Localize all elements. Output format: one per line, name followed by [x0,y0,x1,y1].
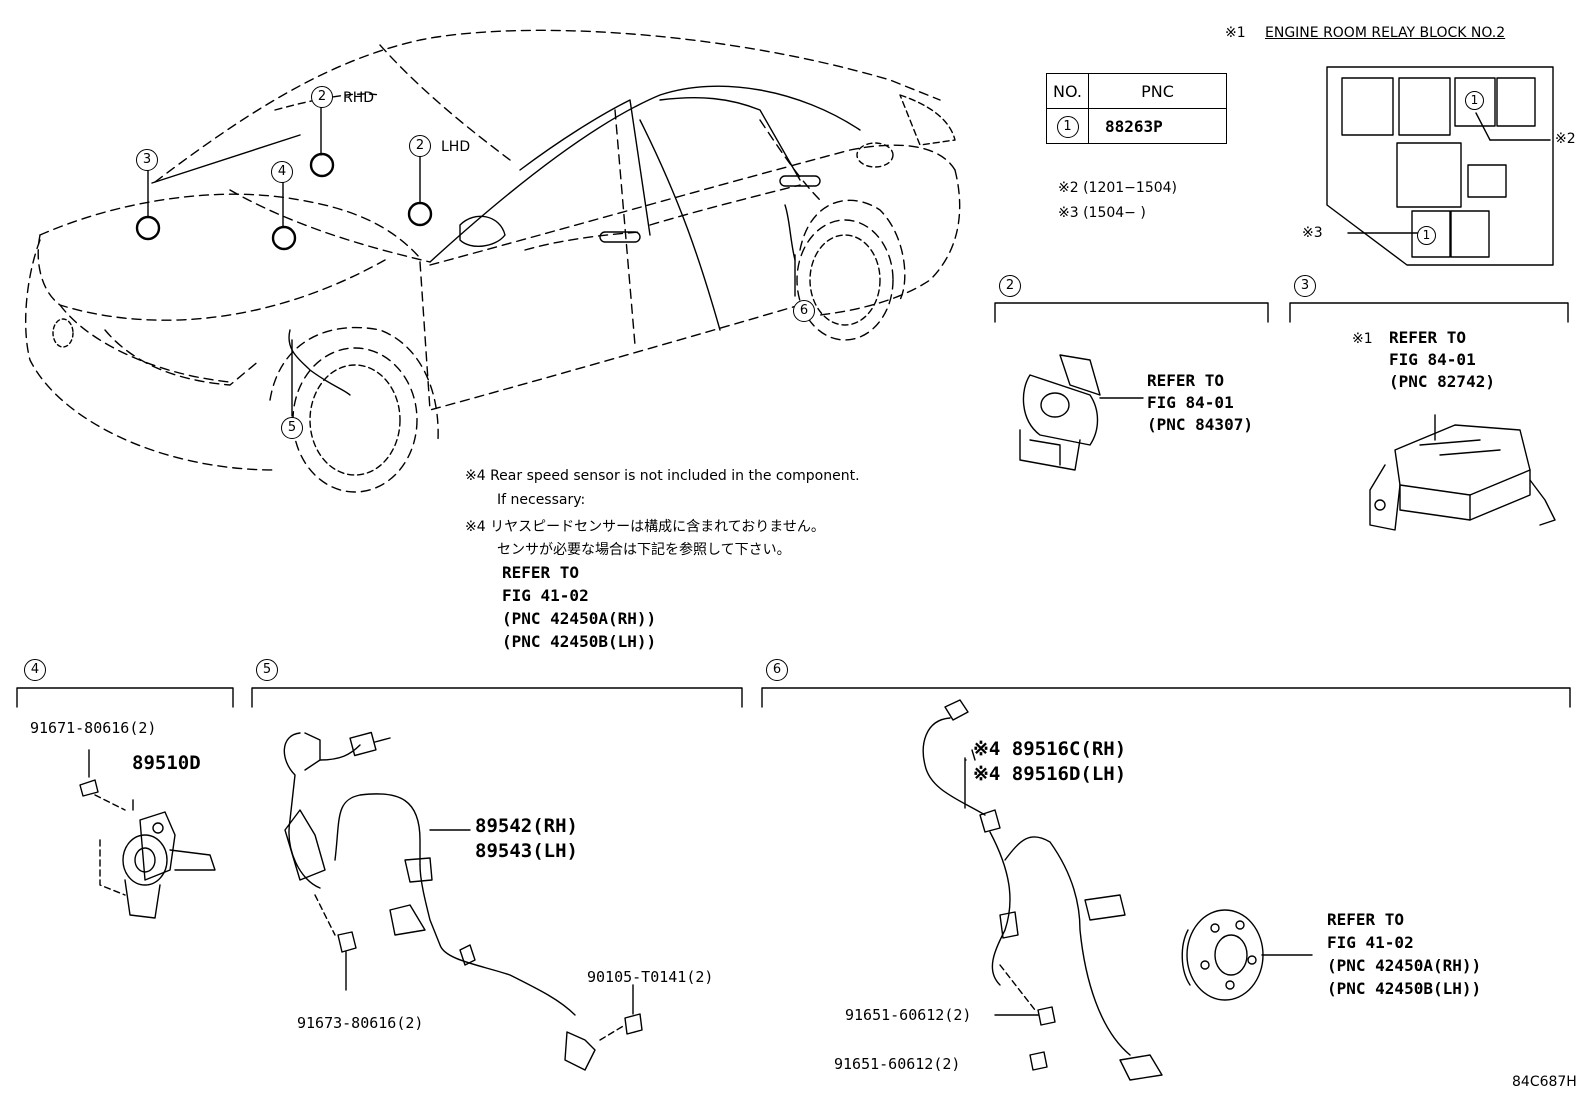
relay-box-drawing [1369,414,1556,531]
part-bolt-91673: 91673-80616(2) [297,1014,424,1032]
part-bolt-91651-a: 91651-60612(2) [845,1006,972,1024]
refer-marker: ※1 [1352,331,1373,347]
vehicle-callout-leaders [135,106,796,417]
steering-sensor-drawing [79,749,216,919]
part-rear-sensor-lh: ※4 89516D(LH) [973,763,1127,785]
pnc-table-row: 1 88263P [1046,108,1227,144]
section-callout-5: 5 [256,659,278,681]
section-brackets [16,302,1571,708]
refer-line-2: FIG 41-02 [502,586,589,605]
relay-block-note-marker-3: ※3 [1302,225,1323,241]
part-bolt-91651-b: 91651-60612(2) [834,1055,961,1073]
refer-line-3: (PNC 42450A(RH)) [502,609,657,628]
pnc-table: NO. PNC 1 88263P [1046,73,1227,144]
pnc-table-header-pnc: PNC [1088,73,1227,109]
part-steering-sensor: 89510D [132,752,201,774]
refer-line-4: (PNC 42450B(LH)) [1327,979,1482,998]
vehicle-callout-6: 6 [793,300,815,322]
note-4-line-1: ※4 Rear speed sensor is not included in … [465,468,860,484]
vehicle-callout-4: 4 [271,161,293,183]
part-front-sensor-lh: 89543(LH) [475,840,578,862]
refer-line-4: (PNC 42450B(LH)) [502,632,657,651]
section-callout-2: 2 [999,275,1021,297]
part-front-sensor-rh: 89542(RH) [475,815,578,837]
vehicle-callout-3: 3 [136,149,158,171]
relay-slot-callout-a: 1 [1465,91,1484,110]
part-bolt-91671: 91671-80616(2) [30,719,157,737]
relay-block-note-marker-2: ※2 [1555,131,1576,147]
refer-line-3: (PNC 82742) [1389,372,1495,391]
front-speed-sensor-drawing [283,731,643,1071]
note-4-jp-line-2: センサが必要な場合は下記を参照して下さい。 [497,542,791,558]
pnc-table-row-no: 1 [1046,108,1089,144]
refer-line-2: FIG 41-02 [1327,933,1414,952]
vehicle-callout-2-rhd-label: RHD [343,90,375,106]
refer-line-1: REFER TO [1389,328,1467,347]
pnc-table-row-pnc: 88263P [1088,108,1227,144]
section-callout-4: 4 [24,659,46,681]
vehicle-outline [25,29,961,493]
note-3: ※3 (1504− ) [1058,205,1146,221]
refer-line-1: REFER TO [502,563,580,582]
part-bolt-90105: 90105-T0141(2) [587,968,714,986]
rear-speed-sensor-drawing [922,699,1313,1081]
spiral-cable-drawing [1019,354,1144,471]
part-rear-sensor-rh: ※4 89516C(RH) [973,738,1127,760]
relay-block-title: ENGINE ROOM RELAY BLOCK NO.2 [1265,25,1506,41]
refer-line-3: (PNC 42450A(RH)) [1327,956,1482,975]
refer-line-1: REFER TO [1147,371,1225,390]
vehicle-callout-2-lhd-label: LHD [441,139,471,155]
refer-line-1: REFER TO [1327,910,1405,929]
pnc-row-callout: 1 [1056,115,1079,138]
relay-block-drawing [1326,66,1554,266]
figure-id: 84C687H [1512,1074,1577,1090]
section-callout-6: 6 [766,659,788,681]
note-4-line-2: If necessary: [497,492,586,508]
pnc-table-header-no: NO. [1046,73,1089,109]
note-2: ※2 (1201−1504) [1058,180,1177,196]
relay-block-marker: ※1 [1225,25,1246,41]
vehicle-callout-2-rhd: 2 [311,86,333,108]
pnc-table-header-row: NO. PNC [1046,73,1227,109]
relay-slot-callout-b: 1 [1417,226,1436,245]
refer-line-3: (PNC 84307) [1147,415,1253,434]
vehicle-callout-5: 5 [281,417,303,439]
note-4-jp-line-1: ※4 リヤスピードセンサーは構成に含まれておりません。 [465,519,825,535]
refer-line-2: FIG 84-01 [1389,350,1476,369]
vehicle-callout-2-lhd: 2 [409,135,431,157]
refer-line-2: FIG 84-01 [1147,393,1234,412]
section-callout-3: 3 [1294,275,1316,297]
